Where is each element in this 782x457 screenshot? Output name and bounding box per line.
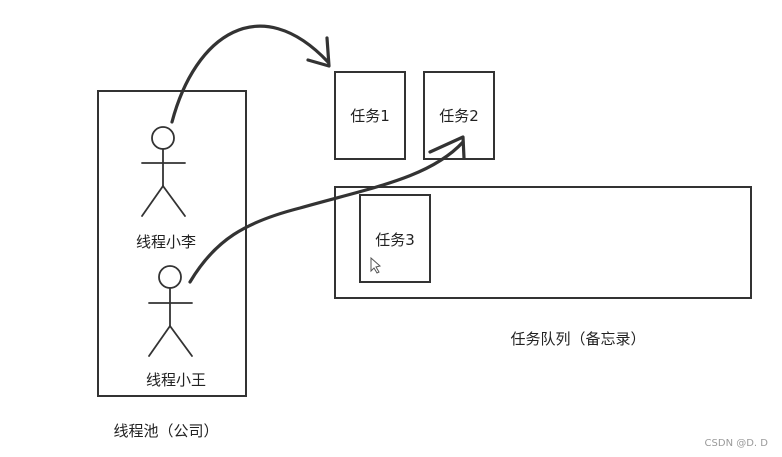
arrow-wang-to-task2-head	[428, 135, 466, 160]
worker-wang-head	[158, 265, 182, 289]
worker-wang-left-leg	[148, 325, 171, 357]
mouse-cursor-icon	[370, 256, 382, 274]
task-2-label: 任务2	[439, 107, 479, 125]
worker-li-right-leg	[162, 185, 186, 217]
task-3-label: 任务3	[375, 231, 415, 249]
worker-li-figure	[141, 126, 186, 217]
arrow-wang-to-task2	[188, 140, 465, 284]
arrow-li-to-task1-head	[306, 36, 331, 68]
task-1-label: 任务1	[350, 107, 390, 125]
worker-li-head	[151, 126, 175, 150]
arrow-li-to-task1	[170, 24, 330, 124]
worker-li-label: 线程小李	[136, 233, 196, 251]
worker-wang-label: 线程小王	[146, 371, 206, 389]
worker-wang-figure	[148, 265, 193, 357]
watermark: CSDN @D. D	[705, 438, 769, 449]
task-queue-label: 任务队列（备忘录）	[510, 330, 645, 348]
worker-li-left-leg	[141, 185, 164, 217]
task-1-card	[334, 71, 406, 160]
thread-pool-label: 线程池（公司）	[113, 422, 218, 440]
worker-wang-right-leg	[169, 325, 193, 357]
